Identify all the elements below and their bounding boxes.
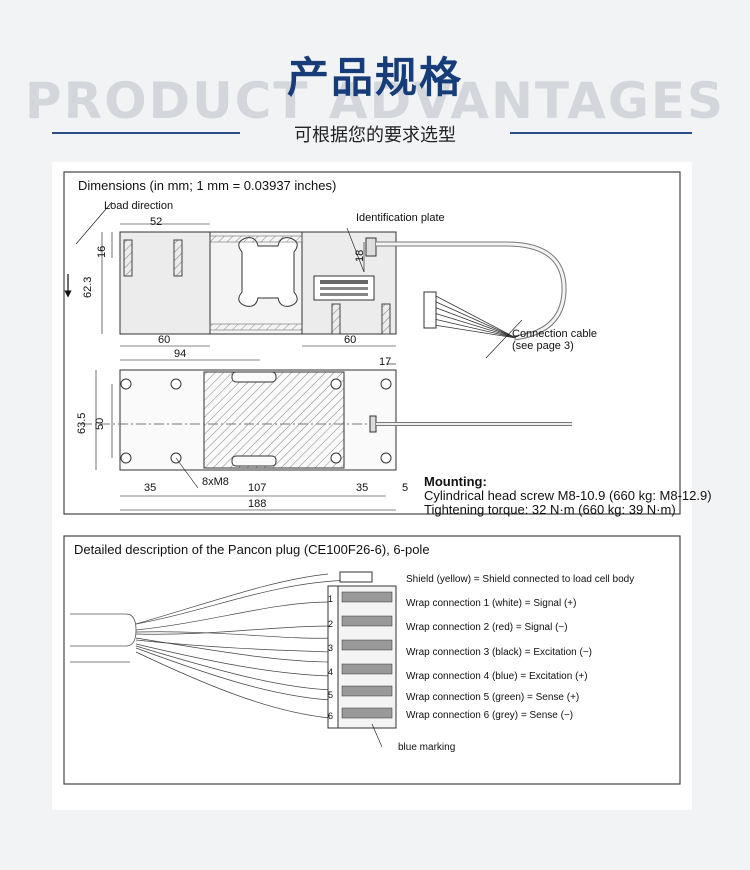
pin-3: 3: [328, 643, 334, 653]
load-direction-label: Load direction: [104, 200, 174, 212]
top-view: [82, 363, 572, 511]
wire-label-2: Wrap connection 2 (red) = Signal (−): [406, 622, 568, 633]
page-subtitle: 可根据您的要求选型: [294, 125, 456, 146]
dimensions-heading: Dimensions (in mm; 1 mm = 0.03937 inches…: [78, 178, 337, 193]
wire-label-6: Wrap connection 6 (grey) = Sense (−): [406, 710, 574, 721]
plug-frame: [63, 535, 681, 785]
drawing-layer: [63, 171, 681, 785]
dim-188: 188: [248, 498, 267, 510]
dim-107: 107: [248, 482, 267, 494]
pin-6: 6: [328, 711, 334, 721]
blue-marking-label: blue marking: [398, 742, 456, 753]
dimensions-frame: [63, 171, 681, 515]
dim-8xm8: 8xM8: [202, 476, 229, 488]
page-header: PRODUCT ADVANTAGES 产品规格 可根据您的要求选型: [0, 0, 750, 160]
plug-drawing: [70, 571, 397, 748]
dim-60-right: 60: [344, 334, 357, 346]
dim-94: 94: [174, 348, 187, 360]
dim-63-5: 63.5: [76, 412, 88, 434]
dim-60-left: 60: [158, 334, 171, 346]
page-title: 产品规格: [286, 53, 463, 102]
dim-35-left: 35: [144, 482, 157, 494]
dim-35-right: 35: [356, 482, 369, 494]
side-view: [64, 201, 567, 361]
spec-panel: Dimensions (in mm; 1 mm = 0.03937 inches…: [52, 162, 712, 810]
background-word: PRODUCT ADVANTAGES: [24, 72, 726, 130]
dim-62-3: 62.3: [82, 276, 94, 298]
shield-label: Shield (yellow) = Shield connected to lo…: [406, 574, 635, 585]
dim-5: 5: [402, 482, 409, 494]
mounting-title: Mounting:: [424, 474, 487, 489]
wire-label-5: Wrap connection 5 (green) = Sense (+): [406, 692, 580, 703]
mounting-line-2: Tightening torque: 32 N·m (660 kg: 39 N·…: [424, 502, 676, 517]
pin-4: 4: [328, 667, 334, 677]
header-rule-right: [510, 132, 692, 134]
see-page-label: (see page 3): [512, 340, 574, 352]
wire-label-1: Wrap connection 1 (white) = Signal (+): [406, 598, 577, 609]
header-rule-left: [52, 132, 240, 134]
mounting-line-1: Cylindrical head screw M8-10.9 (660 kg: …: [424, 488, 712, 503]
wire-label-3: Wrap connection 3 (black) = Excitation (…: [406, 647, 593, 658]
pin-2: 2: [328, 619, 334, 629]
dim-52: 52: [150, 216, 163, 228]
dim-18: 18: [354, 249, 366, 262]
dim-50: 50: [94, 417, 106, 430]
dim-17: 17: [379, 356, 392, 368]
pin-5: 5: [328, 690, 334, 700]
pin-1: 1: [328, 594, 334, 604]
wire-label-4: Wrap connection 4 (blue) = Excitation (+…: [406, 671, 588, 682]
plug-heading: Detailed description of the Pancon plug …: [74, 542, 430, 557]
connection-cable-label: Connection cable: [512, 328, 598, 340]
identification-plate-label: Identification plate: [356, 212, 445, 224]
dim-16: 16: [96, 245, 108, 258]
